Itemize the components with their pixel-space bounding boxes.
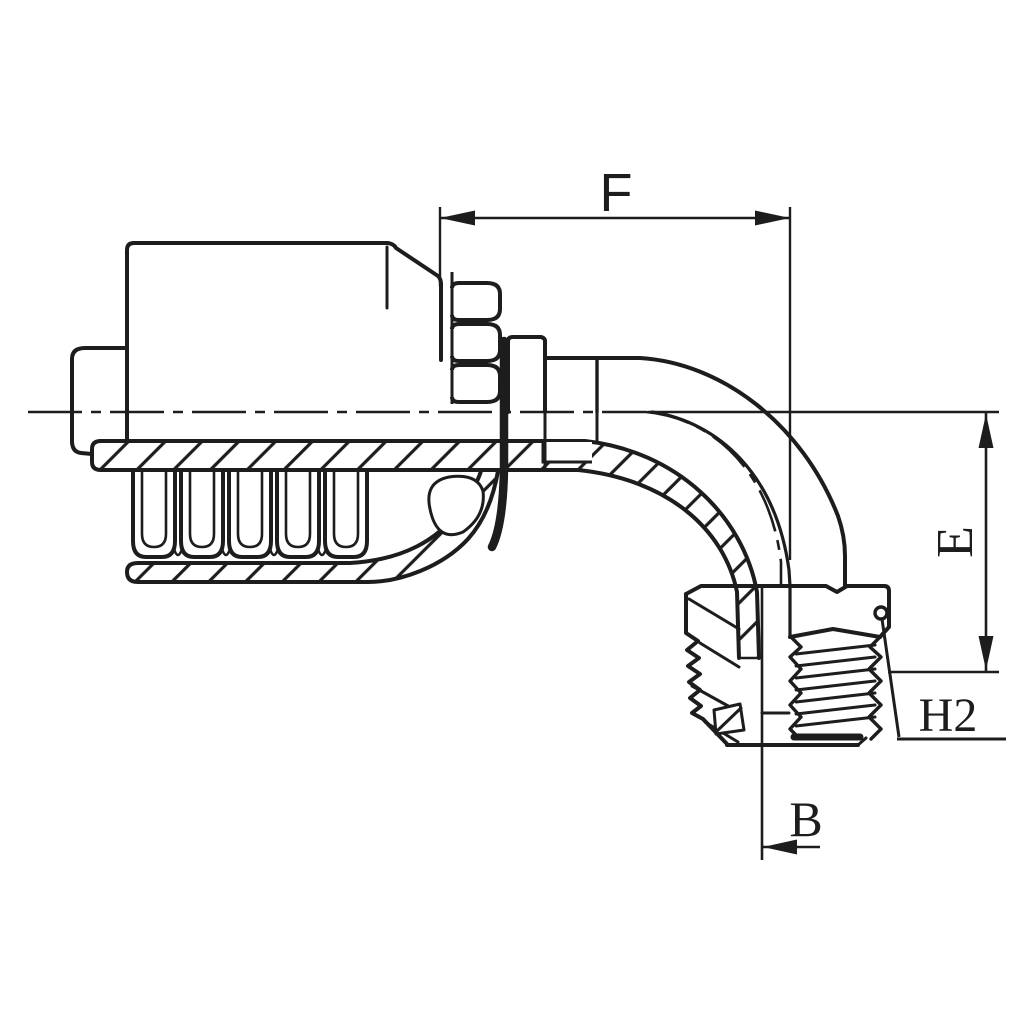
dim-b-label: B [789, 791, 822, 847]
leader-h2-label: H2 [919, 689, 978, 742]
section-band-lower [127, 471, 498, 582]
dim-e-arrow-bottom [978, 636, 994, 670]
dim-e [648, 410, 999, 674]
centerline-bend-arc [645, 410, 783, 584]
leader-h2 [873, 605, 1006, 741]
dim-e-arrow-top [978, 414, 994, 448]
hose-ferrule-outline [70, 241, 443, 456]
crimp-fingers [131, 469, 369, 559]
centerline [28, 410, 783, 584]
swivel-nut [684, 584, 891, 747]
leader-h2-dot [873, 605, 889, 621]
hose-end [70, 346, 129, 456]
dim-f-label: F [600, 163, 633, 223]
thread-lines [794, 643, 877, 728]
nipple-collar [487, 335, 642, 552]
section-cutouts [427, 442, 592, 537]
male-thread [788, 627, 883, 741]
crimp-section-hatch [92, 441, 759, 658]
section-band-upper [92, 441, 759, 658]
dim-b [760, 586, 820, 860]
dim-e-label: E [927, 526, 984, 558]
dim-f-arrow-right [755, 210, 790, 226]
collar-groove-pocket [427, 474, 485, 537]
serration-collar [450, 272, 502, 404]
dim-f [438, 207, 792, 560]
dim-f-arrow-left [440, 210, 475, 226]
leader-h2-line [880, 618, 901, 738]
elbow-outer-wall [638, 356, 847, 588]
dim-b-arrow [763, 839, 797, 855]
